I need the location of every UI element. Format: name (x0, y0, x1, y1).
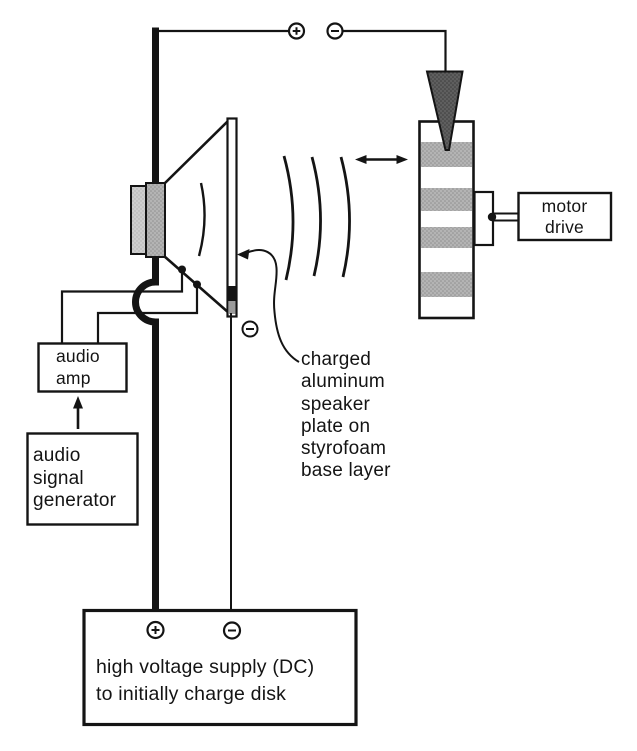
motor-shaft (492, 212, 520, 222)
plate-annotation-line: charged (301, 349, 372, 370)
cone-top-edge (163, 120, 229, 185)
cone-inner-arc (197, 182, 206, 257)
hv-supply-line: high voltage supply (DC) (96, 656, 315, 678)
connection-dot (193, 280, 201, 289)
audio-signal-generator-label: audio signal generator (27, 433, 137, 525)
top-wire-right (342, 29, 447, 71)
audio-amp-label: audio amp (38, 343, 126, 392)
wire-speaker-to-amp-1 (60, 269, 184, 344)
disk-stripe (421, 272, 472, 297)
wire-speaker-to-amp-2 (96, 284, 199, 344)
connection-dot (178, 265, 186, 274)
motion-arrow-left-head (355, 155, 367, 164)
plate-annotation-line: aluminum (301, 371, 385, 393)
audio-amp-box (37, 342, 128, 393)
sound-wave-arc (310, 156, 322, 277)
generator-line: signal (33, 467, 84, 489)
label-leader-line (245, 249, 300, 363)
generator-line: generator (33, 490, 117, 512)
disk-stripe (421, 188, 472, 211)
motor-drive-label: motor drive (518, 193, 611, 240)
main-conductor-wire (132, 27, 159, 621)
motion-arrow-right-head (396, 155, 408, 164)
sound-wave-arc (282, 155, 295, 281)
audio-amp-line: amp (56, 367, 91, 388)
plate-annotation-line: speaker (301, 393, 370, 415)
plate-annotation-line: plate on (301, 415, 371, 437)
plate-annotation-line: base layer (301, 460, 391, 482)
motor-drive-line: motor (541, 195, 588, 216)
motor-drive-line: drive (545, 216, 584, 237)
sound-wave-arc (339, 156, 351, 278)
up-arrow-icon (73, 396, 83, 409)
high-voltage-supply-box (82, 608, 358, 727)
shaft-pivot-dot (487, 212, 497, 222)
audio-signal-generator-box (26, 432, 139, 526)
generator-line: audio (33, 445, 81, 467)
plate-annotation-line: styrofoam (301, 438, 387, 460)
audio-amp-line: audio (56, 346, 100, 366)
disk-stripe (421, 227, 472, 248)
motor-drive-box (517, 191, 613, 242)
charging-contact-wedge-icon (425, 70, 464, 151)
charged-plate-annotation: charged aluminum speaker plate on styrof… (301, 349, 421, 483)
hv-supply-line: to initially charge disk (96, 683, 287, 705)
speaker-magnet-back (145, 182, 166, 258)
label-leader-arrowhead (237, 249, 250, 260)
supply-plus-glyph (151, 626, 160, 634)
speaker-magnet-front (130, 185, 147, 255)
plate-contact-black (226, 286, 238, 301)
plus-glyph (292, 27, 301, 35)
high-voltage-supply-label: high voltage supply (DC) to initially ch… (84, 610, 356, 724)
plate-contact-gray (229, 301, 236, 314)
